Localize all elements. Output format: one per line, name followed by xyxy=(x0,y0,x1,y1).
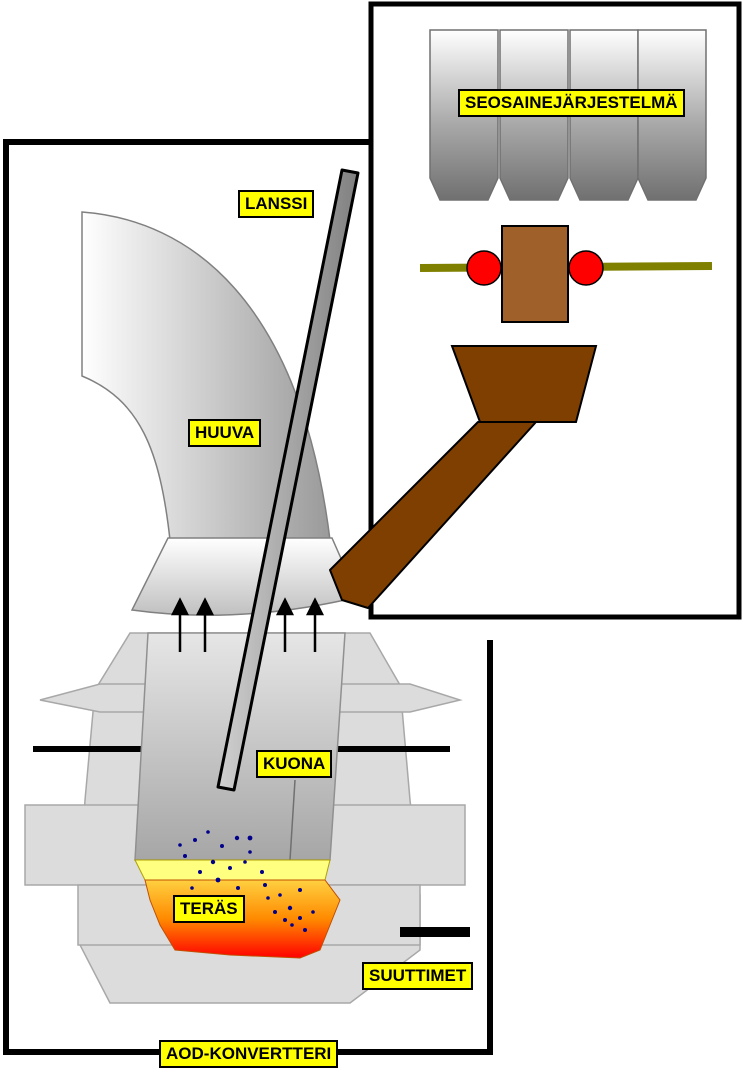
hood xyxy=(81,211,331,541)
hood-collar xyxy=(130,537,360,616)
label-seosainejarjestelma: SEOSAINEJÄRJESTELMÄ xyxy=(458,89,685,117)
weigh-feeder xyxy=(501,225,569,323)
label-aod-konvertteri: AOD-KONVERTTERI xyxy=(159,1040,339,1068)
label-lanssi: LANSSI xyxy=(238,190,315,218)
alloy-system-frame xyxy=(368,1,742,620)
lance xyxy=(216,168,360,792)
label-teras: TERÄS xyxy=(173,895,245,923)
slag-layer xyxy=(134,859,331,881)
feed-hopper xyxy=(450,345,598,423)
gas-flow-arrows xyxy=(170,597,325,652)
aod-frame xyxy=(3,139,493,1055)
valve-left-icon xyxy=(466,250,502,286)
label-huuva: HUUVA xyxy=(188,419,262,447)
label-suuttimet: SUUTTIMET xyxy=(362,962,474,990)
label-kuona: KUONA xyxy=(256,750,333,778)
tuyere-bar xyxy=(400,927,470,937)
feed-chute xyxy=(329,421,537,609)
cavity-divider xyxy=(289,779,296,861)
valve-right-icon xyxy=(568,250,604,286)
